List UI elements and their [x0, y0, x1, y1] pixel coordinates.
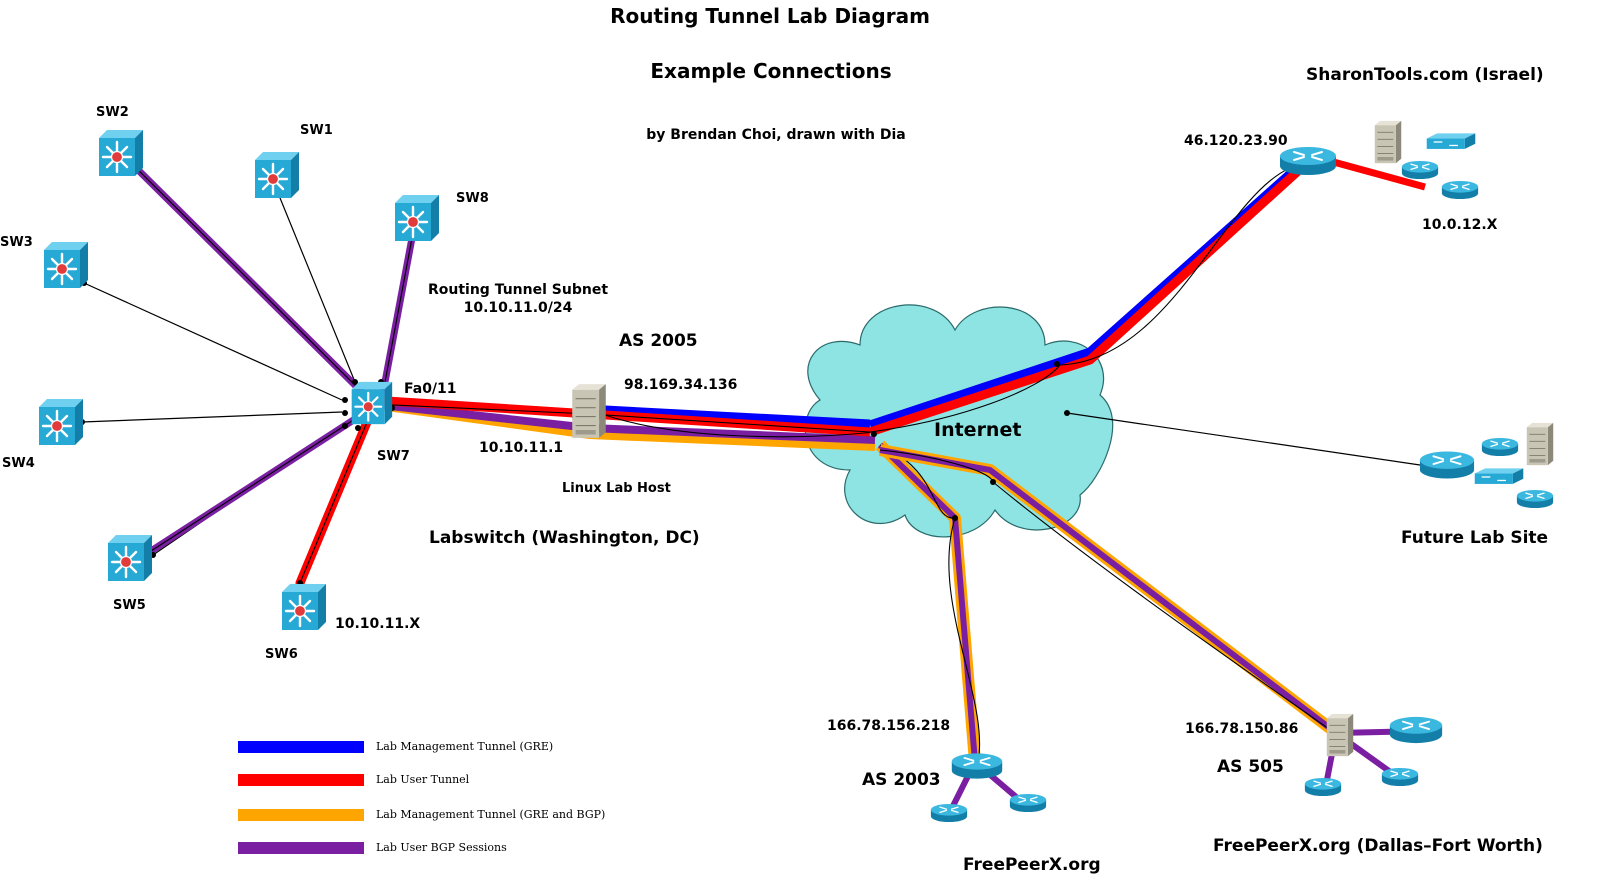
- sharontools-switch-icon: [1426, 132, 1476, 150]
- as505-router3-icon: [1304, 777, 1342, 797]
- future-site-server-icon: [1526, 422, 1554, 466]
- sharontools-link: [868, 151, 1426, 437]
- ip-46-label: 46.120.23.90: [1184, 133, 1288, 149]
- internet-label: Internet: [934, 419, 1022, 441]
- diagram-byline: by Brendan Choi, drawn with Dia: [646, 127, 906, 143]
- sw8-switch-icon: [393, 193, 441, 243]
- as505-router-icon: [1388, 715, 1444, 745]
- legend-swatch-gre: [238, 741, 364, 753]
- legend-label-gre-bgp: Lab Management Tunnel (GRE and BGP): [376, 808, 606, 821]
- legend-label-gre: Lab Management Tunnel (GRE): [376, 740, 554, 753]
- sw7-label: SW7: [377, 449, 410, 464]
- sw4-switch-icon: [37, 397, 85, 447]
- as505-router2-icon: [1381, 767, 1419, 787]
- internet-cloud: [804, 304, 1114, 538]
- freepeerx-dfw-label: FreePeerX.org (Dallas–Fort Worth): [1213, 836, 1543, 856]
- sharontools-server-icon: [1374, 120, 1402, 164]
- routing-subnet-label: Routing Tunnel Subnet: [427, 282, 609, 298]
- legend-swatch-bgp-sessions: [238, 842, 364, 854]
- ip-98-label: 98.169.34.136: [624, 377, 738, 393]
- sw2-label: SW2: [96, 105, 129, 120]
- sw1-switch-icon: [253, 150, 301, 200]
- as-2003-label: AS 2003: [862, 770, 941, 790]
- trunk-bundle: [371, 395, 876, 451]
- sw5-label: SW5: [113, 598, 146, 613]
- ip-166-86-label: 166.78.150.86: [1185, 721, 1299, 737]
- ip-10-0-12-x-label: 10.0.12.X: [1422, 217, 1498, 233]
- diagram-subtitle: Example Connections: [650, 59, 892, 83]
- sw4-label: SW4: [2, 456, 35, 471]
- legend-swatch-user-tunnel: [238, 774, 364, 786]
- sw7-switch-icon: [350, 380, 394, 426]
- sharontools-router-icon: [1279, 146, 1337, 176]
- linux-host-server-icon: [571, 383, 607, 439]
- as2003-router2-icon: [1009, 793, 1047, 813]
- legend-label-user-tunnel: Lab User Tunnel: [376, 773, 470, 786]
- future-site-switch-icon: [1474, 467, 1524, 485]
- sw8-label: SW8: [456, 191, 489, 206]
- sw6-user-tunnel: [295, 398, 380, 588]
- sw5-switch-icon: [106, 533, 154, 583]
- future-site-router2-icon: [1481, 437, 1519, 457]
- diagram-title: Routing Tunnel Lab Diagram: [610, 4, 930, 28]
- linux-host-label: Linux Lab Host: [562, 481, 671, 496]
- routing-subnet-cidr-label: 10.10.11.0/24: [463, 300, 573, 316]
- as2003-router3-icon: [930, 803, 968, 823]
- labswitch-label: Labswitch (Washington, DC): [429, 528, 700, 548]
- sharontools-label: SharonTools.com (Israel): [1306, 65, 1544, 85]
- sharontools-router3-icon: [1441, 180, 1479, 200]
- sw6-label: SW6: [265, 647, 298, 662]
- as2003-link: [875, 440, 981, 763]
- legend-label-bgp-sessions: Lab User BGP Sessions: [376, 841, 507, 854]
- ip-10-10-11-1-label: 10.10.11.1: [479, 440, 564, 456]
- as-505-label: AS 505: [1217, 757, 1284, 777]
- sharontools-router2-icon: [1401, 160, 1439, 180]
- future-site-router3-icon: [1516, 489, 1554, 509]
- legend-swatch-gre-bgp: [238, 809, 364, 821]
- sw2-switch-icon: [97, 128, 145, 178]
- freepeerx-label: FreePeerX.org: [963, 855, 1101, 875]
- sw3-switch-icon: [42, 240, 90, 290]
- as2003-router-icon: [950, 752, 1004, 780]
- as-2005-label: AS 2005: [619, 331, 698, 351]
- sw3-label: SW3: [0, 235, 33, 250]
- future-site-router-icon: [1418, 450, 1476, 480]
- as505-server-icon: [1326, 713, 1354, 757]
- fa-port-label: Fa0/11: [404, 381, 457, 397]
- as505-link: [878, 444, 1339, 737]
- ip-166-218-label: 166.78.156.218: [827, 718, 951, 734]
- sw6-switch-icon: [280, 582, 328, 632]
- sw1-label: SW1: [300, 123, 333, 138]
- legend-swatches: [238, 741, 364, 854]
- bgp-session-links: [114, 146, 419, 557]
- future-site-label: Future Lab Site: [1401, 528, 1549, 548]
- ip-10-10-11-x-label: 10.10.11.X: [335, 616, 421, 632]
